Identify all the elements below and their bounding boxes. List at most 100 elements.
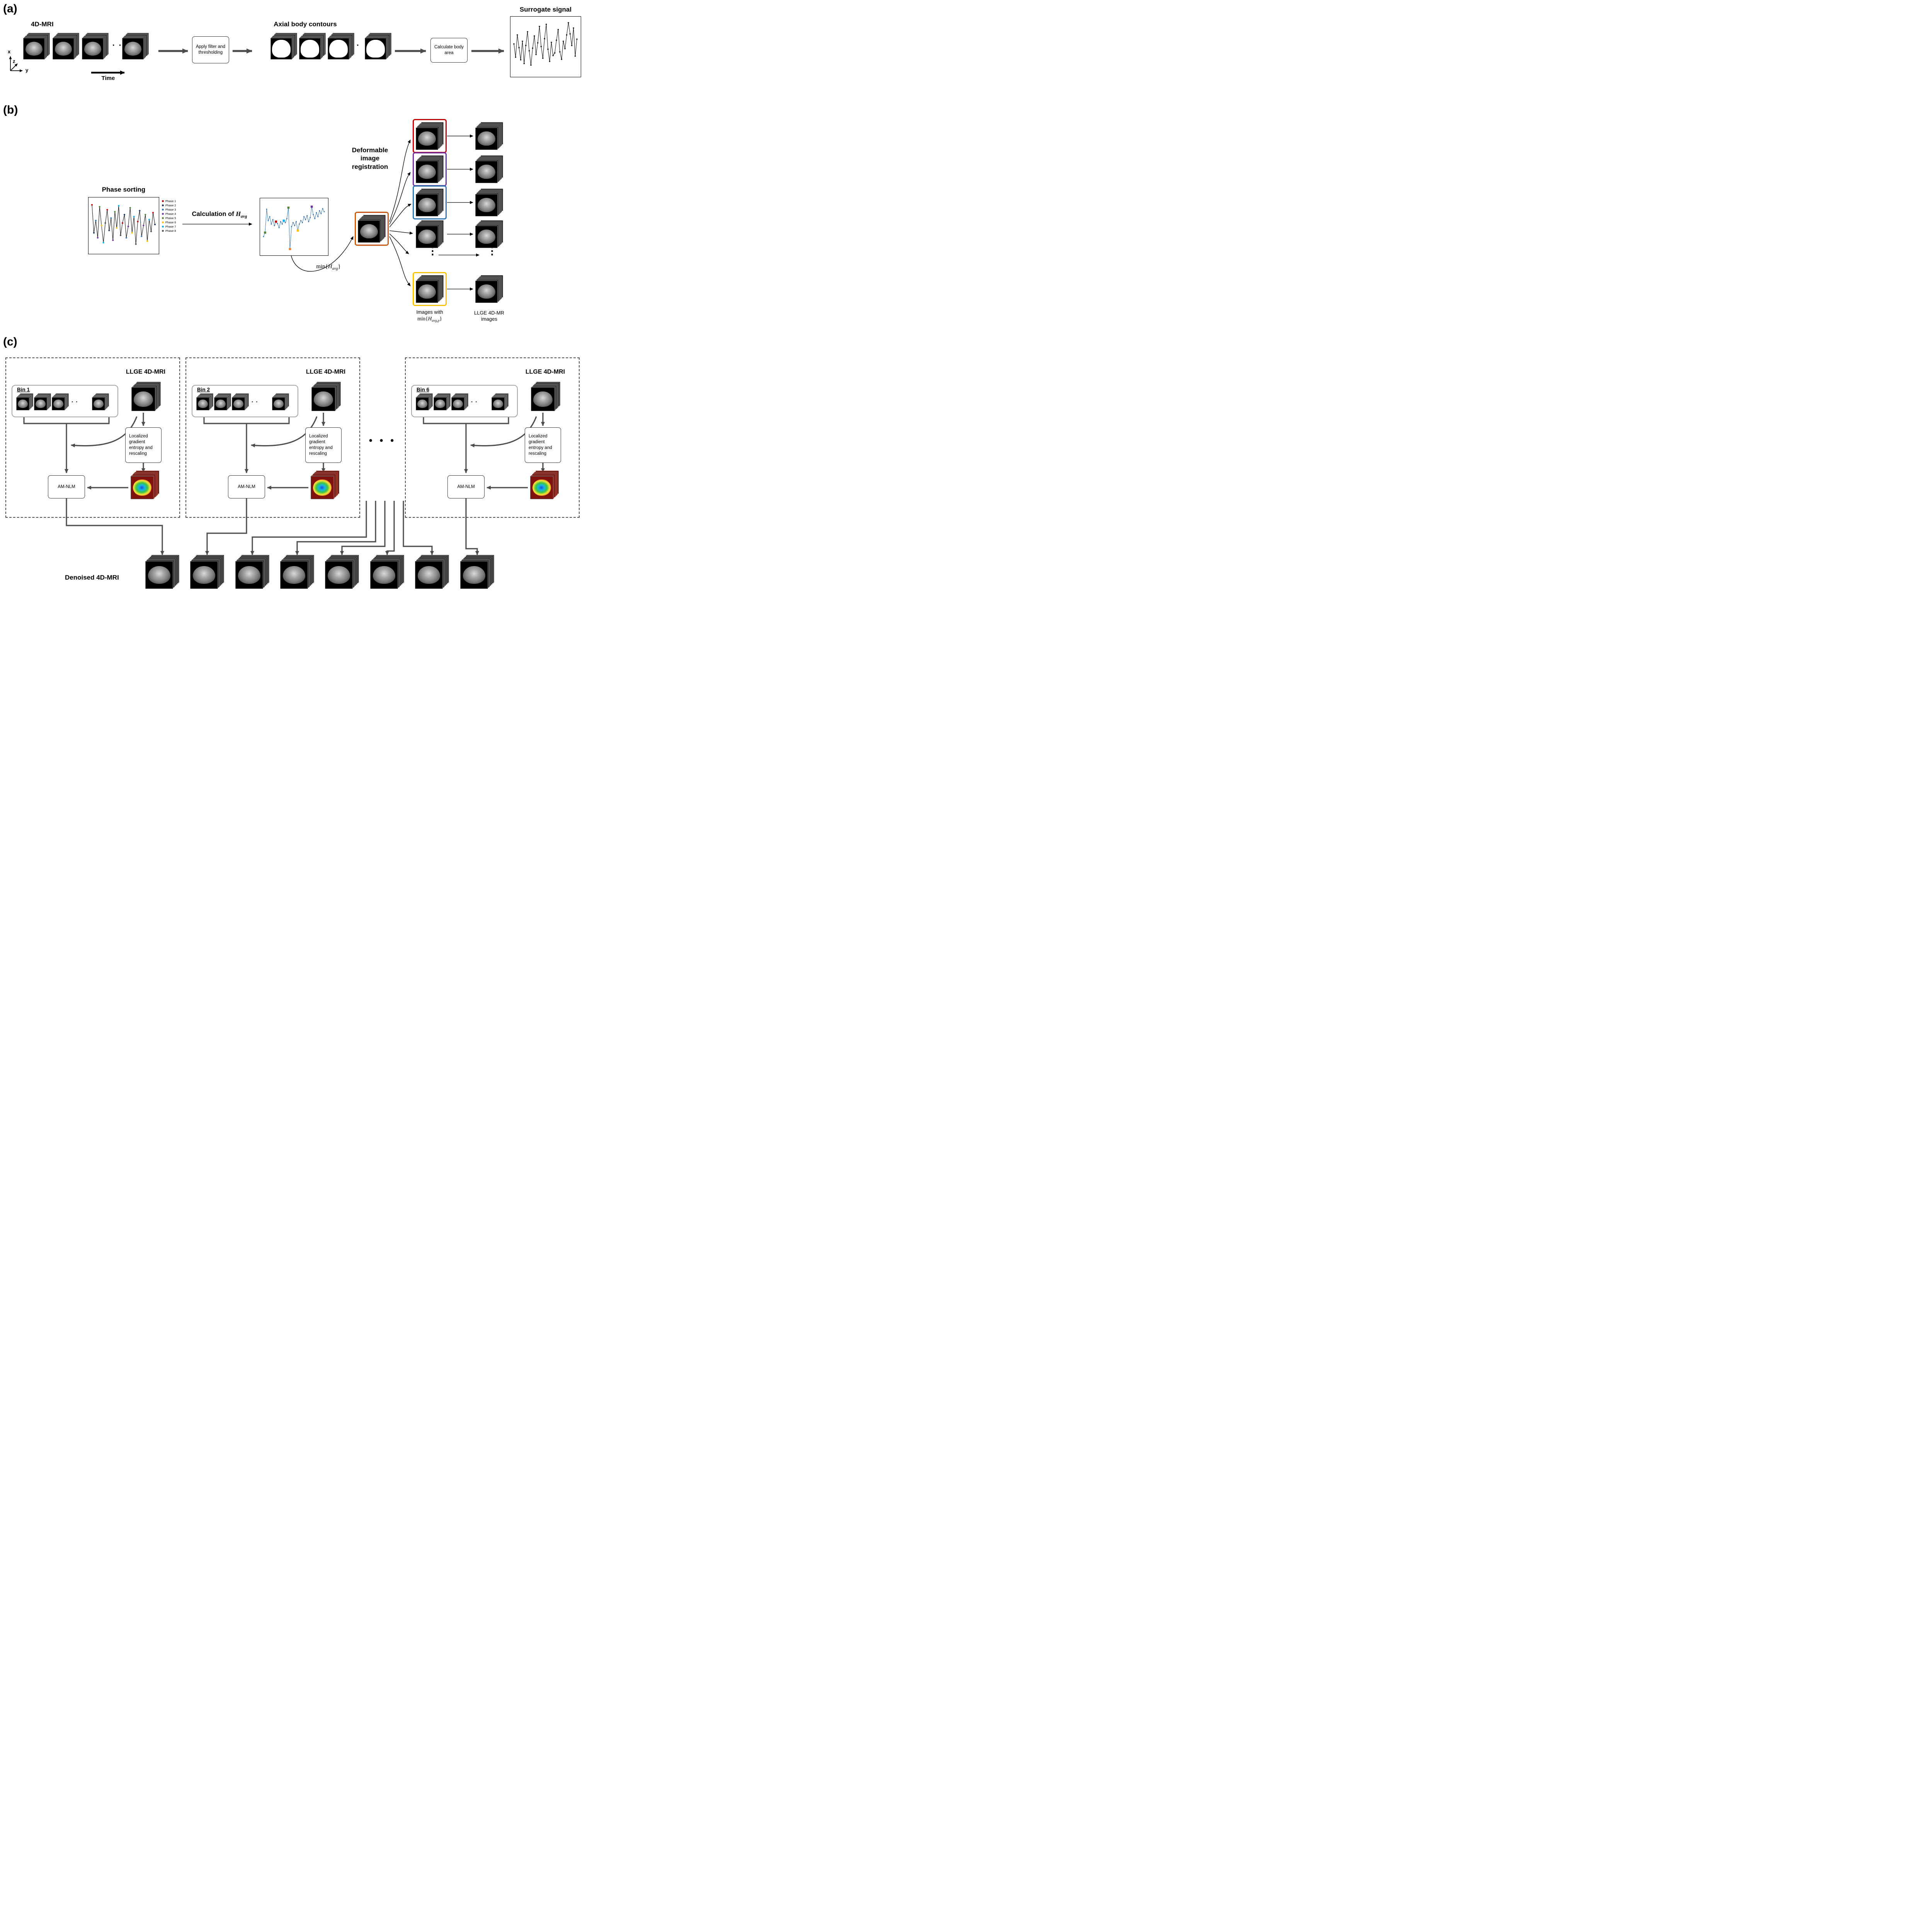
mri-slice bbox=[134, 391, 153, 407]
h-subscript: avg bbox=[241, 214, 247, 219]
entropy-box: Localized gradient entropy and rescaling bbox=[125, 427, 162, 463]
min-havg-label: min{Havg} bbox=[316, 264, 341, 271]
calc-havg-label: Calculation of Havg bbox=[181, 210, 258, 219]
entropy-box: Localized gradient entropy and rescaling bbox=[305, 427, 342, 463]
phase-marker-square bbox=[289, 248, 291, 250]
legend-dot bbox=[162, 217, 164, 219]
hidden-bin-output-arrow bbox=[385, 501, 395, 555]
contour-slice bbox=[366, 40, 385, 58]
legend-dot bbox=[162, 204, 164, 206]
mri-image-stack bbox=[416, 189, 444, 216]
mri-slice bbox=[283, 566, 305, 584]
mri-section-title: 4D-MRI bbox=[31, 20, 54, 28]
legend-dot bbox=[162, 213, 164, 215]
mri-slice bbox=[493, 400, 503, 408]
phase-marker-square bbox=[264, 231, 266, 234]
calc-body-area-box: Calculate body area bbox=[430, 38, 468, 63]
mri-slice bbox=[273, 400, 284, 408]
panel-a-label: (a) bbox=[3, 2, 17, 15]
h-symbol: H bbox=[236, 210, 241, 218]
contours-title: Axial body contours bbox=[274, 20, 337, 28]
legend-item: Phase 4 bbox=[162, 212, 176, 216]
registration-fan-arrow bbox=[389, 236, 411, 286]
entropy-slice bbox=[313, 480, 332, 496]
mri-ellipsis: · · · bbox=[106, 41, 122, 50]
mri-slice bbox=[215, 400, 226, 408]
phase-sorting-title: Phase sorting bbox=[102, 186, 146, 193]
denoised-4dmri-stack bbox=[145, 554, 180, 589]
legend-label: Phase 7 bbox=[165, 225, 176, 228]
mri-slice bbox=[53, 400, 64, 408]
panel-c-label: (c) bbox=[3, 335, 17, 348]
mri-slice bbox=[124, 42, 142, 56]
legend-item: Phase 1 bbox=[162, 199, 176, 203]
registration-fan-arrow bbox=[389, 233, 409, 254]
mri-4d-stack bbox=[122, 33, 149, 60]
bin-image-stack bbox=[34, 393, 51, 410]
apply-filter-box: Apply filter and thresholding bbox=[192, 36, 229, 63]
phase-bin-stack bbox=[416, 220, 444, 248]
legend-label: Phase 5 bbox=[165, 216, 176, 220]
mri-slice bbox=[435, 400, 446, 408]
mri-slice bbox=[478, 165, 496, 179]
legend-item: Phase 8 bbox=[162, 229, 176, 233]
bin-ellipsis: · · · bbox=[467, 399, 478, 405]
bin-image-stack bbox=[434, 393, 451, 410]
legend-item: Phase 5 bbox=[162, 216, 176, 220]
llge-output-stack bbox=[475, 275, 503, 303]
phase-marker-square bbox=[275, 220, 277, 223]
phase-marker-square bbox=[296, 230, 299, 232]
bin-panel bbox=[185, 357, 360, 518]
axis-z-label: z bbox=[13, 58, 15, 64]
legend-label: Phase 4 bbox=[165, 212, 176, 216]
llge-output-stack bbox=[475, 155, 503, 183]
denoised-4dmri-stack bbox=[235, 554, 270, 589]
mri-image-stack bbox=[358, 215, 386, 243]
registration-fan-arrow bbox=[389, 172, 411, 225]
mri-slice bbox=[373, 566, 395, 584]
legend-label: Phase 6 bbox=[165, 221, 176, 224]
legend-label: Phase 8 bbox=[165, 229, 176, 233]
mri-slice bbox=[418, 198, 436, 213]
legend-item: Phase 7 bbox=[162, 224, 176, 229]
llge-4dmri-stack bbox=[131, 381, 161, 411]
mri-slice bbox=[478, 284, 496, 299]
calc-prefix: Calculation of bbox=[192, 211, 236, 218]
mri-slice bbox=[238, 566, 260, 584]
llge-4dmri-stack bbox=[311, 381, 341, 411]
mri-slice bbox=[463, 566, 485, 584]
legend-label: Phase 2 bbox=[165, 204, 176, 207]
am-nlm-box: AM-NLM bbox=[48, 475, 85, 498]
entropy-slice bbox=[532, 480, 551, 496]
registration-fan-arrow bbox=[389, 230, 413, 235]
bin-ellipsis: · · · bbox=[247, 399, 259, 405]
entropy-map-stack bbox=[131, 471, 159, 499]
legend-label: Phase 3 bbox=[165, 208, 176, 211]
signal-line bbox=[263, 206, 325, 249]
am-nlm-box: AM-NLM bbox=[228, 475, 265, 498]
llge-4dmri-title: LLGE 4D-MRI bbox=[306, 369, 346, 375]
mri-slice bbox=[25, 42, 43, 56]
mri-slice bbox=[478, 131, 496, 146]
mri-slice bbox=[418, 284, 436, 299]
min-havgp-caption: min{Havg,p} bbox=[417, 316, 442, 323]
denoised-4dmri-stack bbox=[460, 554, 495, 589]
bin-image-stack bbox=[92, 393, 109, 410]
denoised-4dmri-stack bbox=[325, 554, 359, 589]
mri-slice bbox=[418, 131, 436, 146]
mri-slice bbox=[533, 391, 553, 407]
legend-dot bbox=[162, 230, 164, 232]
phase-marker-square bbox=[287, 206, 290, 209]
llge-output-stack bbox=[475, 122, 503, 150]
mri-slice bbox=[418, 566, 440, 584]
mri-slice bbox=[233, 400, 244, 408]
entropy-map-stack bbox=[311, 471, 339, 499]
legend-label: Phase 1 bbox=[165, 199, 176, 203]
axis-x-label: x bbox=[8, 49, 11, 54]
bin-image-stack bbox=[272, 393, 289, 410]
mri-image-stack bbox=[416, 122, 444, 150]
mri-slice bbox=[84, 42, 102, 56]
denoised-4dmri-stack bbox=[415, 554, 449, 589]
entropy-slice bbox=[133, 480, 152, 496]
